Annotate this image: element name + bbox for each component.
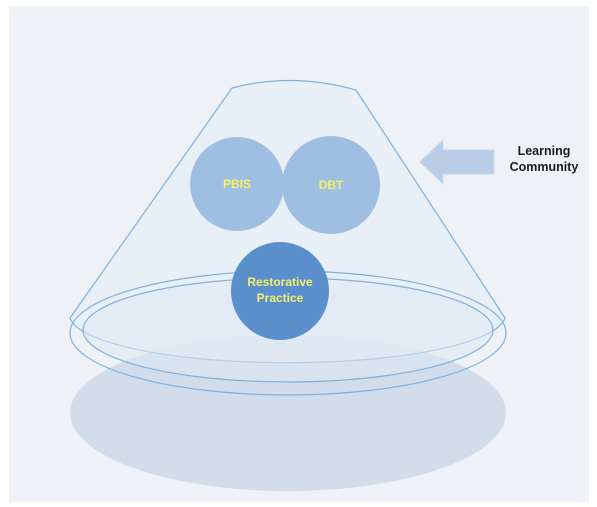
learning-community-line1: Learning xyxy=(517,144,571,158)
pbis-circle xyxy=(190,137,284,231)
dbt-circle xyxy=(282,136,380,234)
restorative-practice-label-line1: Restorative xyxy=(247,275,313,289)
restorative-practice-circle xyxy=(231,242,329,340)
dbt-label: DBT xyxy=(319,178,344,192)
learning-community-line2: Community xyxy=(509,160,579,174)
learning-community-label: Learning Community xyxy=(504,143,584,175)
restorative-practice-label-line2: Practice xyxy=(257,291,304,305)
pbis-label: PBIS xyxy=(223,177,251,191)
arrow-left-icon xyxy=(419,138,495,186)
